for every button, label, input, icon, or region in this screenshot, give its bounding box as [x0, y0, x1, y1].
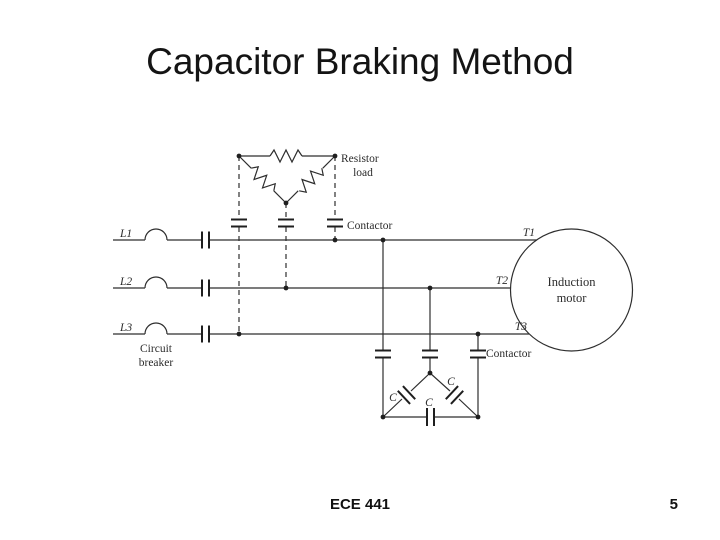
junction-dot — [380, 414, 386, 420]
resistor-icon — [246, 163, 279, 196]
supply-line-label: L3 — [119, 322, 132, 334]
resistor-load-label-line2: load — [353, 167, 373, 179]
circuit-breaker-label-line1: Circuit — [140, 343, 173, 355]
capacitor-label: C — [389, 392, 397, 404]
contactor-contact-icon — [421, 349, 439, 359]
junction-dot — [332, 237, 338, 243]
supply-line-label: L2 — [119, 276, 132, 288]
supply-line-l3: L3 — [113, 322, 529, 344]
junction-dot — [236, 331, 242, 337]
induction-motor: Induction motor T1 T2 T3 — [496, 227, 634, 352]
capacitor-icon — [426, 407, 435, 427]
slide-title: Capacitor Braking Method — [146, 41, 574, 82]
circuit-breaker-label-line2: breaker — [139, 357, 174, 369]
terminal-label-t3: T3 — [515, 321, 527, 333]
wire — [429, 372, 479, 418]
capacitor-contactor-branch: Contactor — [374, 240, 532, 417]
wire — [113, 322, 529, 335]
contactor-contact-icon — [326, 218, 344, 228]
supply-line-l1: L1 — [113, 228, 537, 250]
contactor-contact-icon — [469, 349, 487, 359]
wire — [238, 155, 287, 204]
supply-line-l2: L2 — [113, 276, 511, 298]
resistor-icon — [294, 163, 327, 196]
motor-label-line2: motor — [557, 291, 588, 305]
wire — [113, 228, 537, 241]
wire — [382, 372, 431, 418]
wire — [113, 276, 511, 289]
junction-dot — [380, 237, 386, 243]
induction-motor-circle — [509, 228, 634, 352]
junction-dot — [427, 285, 433, 291]
junction-dot — [475, 414, 481, 420]
junction-dot — [283, 200, 289, 206]
footer-page-number: 5 — [669, 496, 678, 513]
supply-line-label: L1 — [119, 228, 132, 240]
wire — [285, 155, 336, 204]
footer-course: ECE 441 — [329, 496, 391, 513]
capacitor-delta: C C C — [382, 372, 479, 427]
motor-label-line1: Induction — [548, 275, 597, 289]
contactor-bottom-label: Contactor — [486, 348, 532, 360]
junction-dot — [475, 331, 481, 337]
junction-dot — [332, 153, 338, 159]
capacitor-label: C — [425, 397, 433, 409]
circuit-breaker-contact-icon — [201, 278, 210, 298]
contactor-top-label: Contactor — [347, 220, 393, 232]
terminal-label-t2: T2 — [496, 275, 508, 287]
resistor-load-label-line1: Resistor — [341, 153, 379, 165]
contactor-contact-icon — [230, 218, 248, 228]
circuit-breaker-contact-icon — [201, 230, 210, 250]
contactor-contact-icon — [374, 349, 392, 359]
terminal-label-t1: T1 — [523, 227, 535, 239]
resistor-load-delta: Resistor load — [238, 149, 379, 204]
contactor-contact-icon — [277, 218, 295, 228]
circuit-breaker-contact-icon — [201, 324, 210, 344]
junction-dot — [427, 370, 433, 376]
capacitor-label: C — [447, 376, 455, 388]
junction-dots — [236, 153, 481, 420]
junction-dot — [236, 153, 242, 159]
resistor-icon — [269, 149, 303, 163]
junction-dot — [283, 285, 289, 291]
